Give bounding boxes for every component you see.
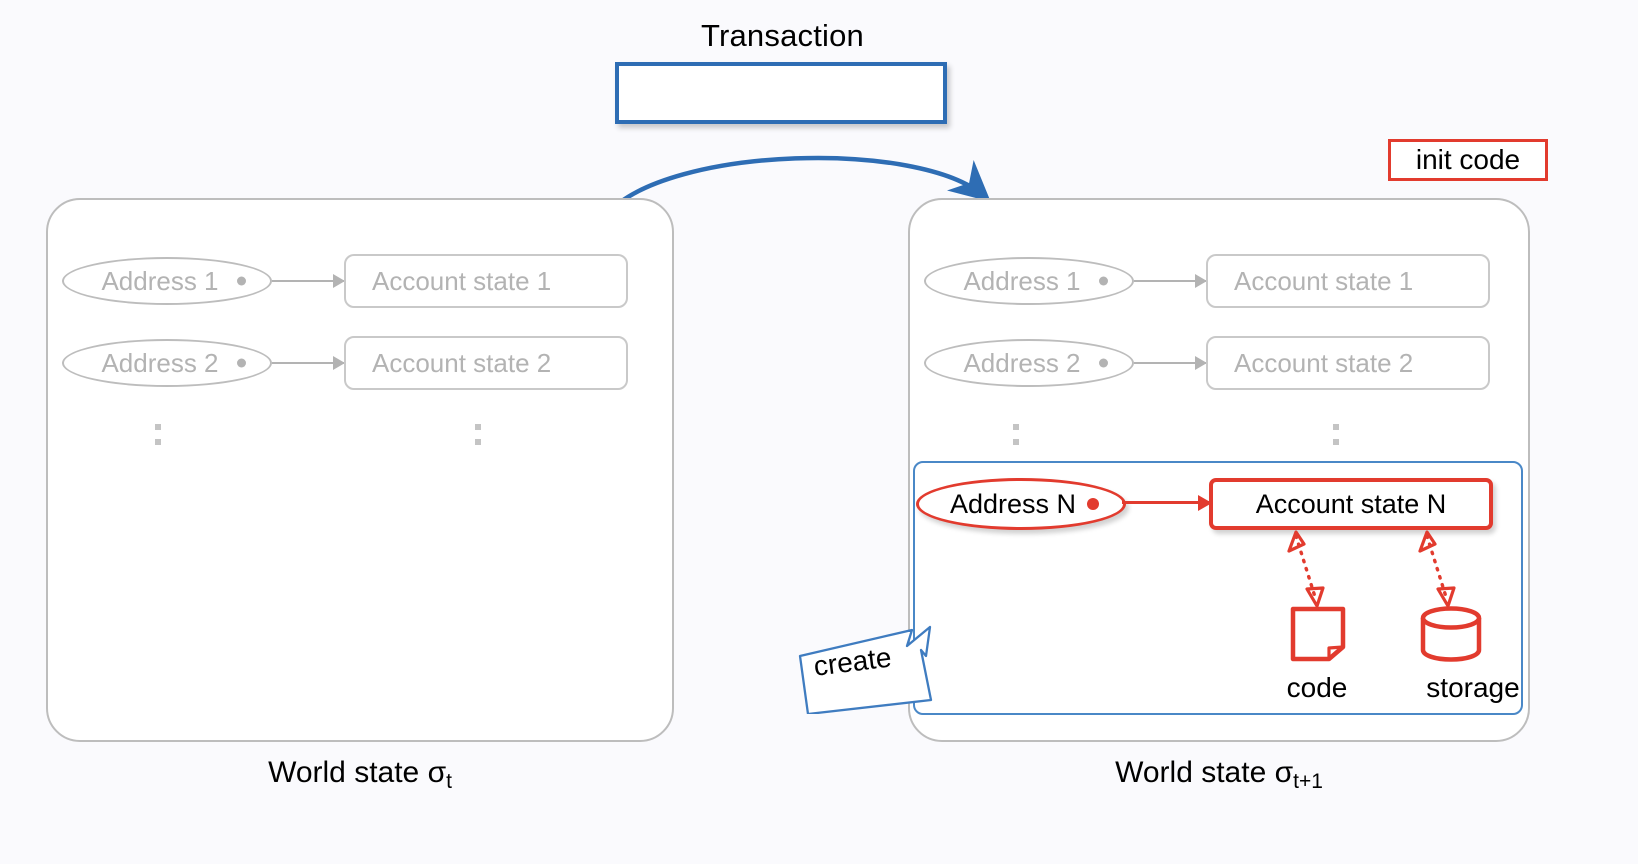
address-n-label: Address N bbox=[949, 488, 1077, 519]
address-ellipse: Address 2 bbox=[924, 339, 1134, 387]
code-link-arrow-icon bbox=[1287, 530, 1325, 608]
curved-arrow-icon bbox=[606, 155, 991, 215]
world-state-before-label-text: World state bbox=[268, 756, 420, 789]
code-label: code bbox=[1286, 672, 1348, 703]
address-label: Address 1 bbox=[101, 265, 219, 296]
address-label: Address 1 bbox=[963, 265, 1081, 296]
transaction-box: init code bbox=[615, 62, 1548, 181]
address-ellipse: Address 1 bbox=[62, 257, 272, 305]
init-code-box: init code bbox=[1388, 139, 1548, 181]
arrow-right-icon bbox=[272, 280, 344, 282]
address-node-dot bbox=[237, 358, 246, 368]
code-icon bbox=[1290, 606, 1346, 662]
world-state-before-label: World state σt bbox=[46, 756, 674, 794]
address-ellipse: Address 1 bbox=[924, 257, 1134, 305]
address-node-dot bbox=[237, 276, 246, 286]
address-label: Address 2 bbox=[963, 347, 1081, 378]
transaction-title: Transaction bbox=[700, 18, 864, 53]
storage-icon bbox=[1420, 606, 1482, 662]
arrow-right-icon bbox=[1134, 362, 1206, 364]
address-label: Address 2 bbox=[101, 347, 219, 378]
account-state-box: Account state 2 bbox=[1206, 336, 1490, 390]
address-ellipse: Address 2 bbox=[62, 339, 272, 387]
create-callout-shape bbox=[798, 625, 933, 714]
address-n-node-dot bbox=[1087, 498, 1099, 510]
sigma-symbol: σ bbox=[427, 756, 447, 789]
storage-label: storage bbox=[1426, 672, 1520, 703]
sigma-subscript: t bbox=[446, 770, 452, 793]
arrow-right-icon bbox=[1122, 501, 1210, 504]
world-state-before-box: Address 1 Account state 1 Address 2 Acco… bbox=[46, 198, 674, 742]
address-node-dot bbox=[1099, 358, 1108, 368]
account-state-n-box: Account state N bbox=[1209, 478, 1493, 530]
vertical-ellipsis bbox=[475, 424, 481, 454]
vertical-ellipsis bbox=[1013, 424, 1019, 454]
arrow-right-icon bbox=[1134, 280, 1206, 282]
sigma-symbol: σ bbox=[1274, 756, 1294, 789]
storage-link-arrow-icon bbox=[1418, 530, 1456, 608]
world-state-after-label: World state σt+1 bbox=[908, 756, 1530, 794]
arrow-right-icon bbox=[272, 362, 344, 364]
address-n-ellipse: Address N bbox=[916, 478, 1126, 530]
account-state-box: Account state 2 bbox=[344, 336, 628, 390]
account-state-box: Account state 1 bbox=[1206, 254, 1490, 308]
vertical-ellipsis bbox=[1333, 424, 1339, 454]
world-state-after-label-text: World state bbox=[1115, 756, 1267, 789]
vertical-ellipsis bbox=[155, 424, 161, 454]
address-node-dot bbox=[1099, 276, 1108, 286]
sigma-subscript: t+1 bbox=[1293, 770, 1323, 793]
account-state-box: Account state 1 bbox=[344, 254, 628, 308]
